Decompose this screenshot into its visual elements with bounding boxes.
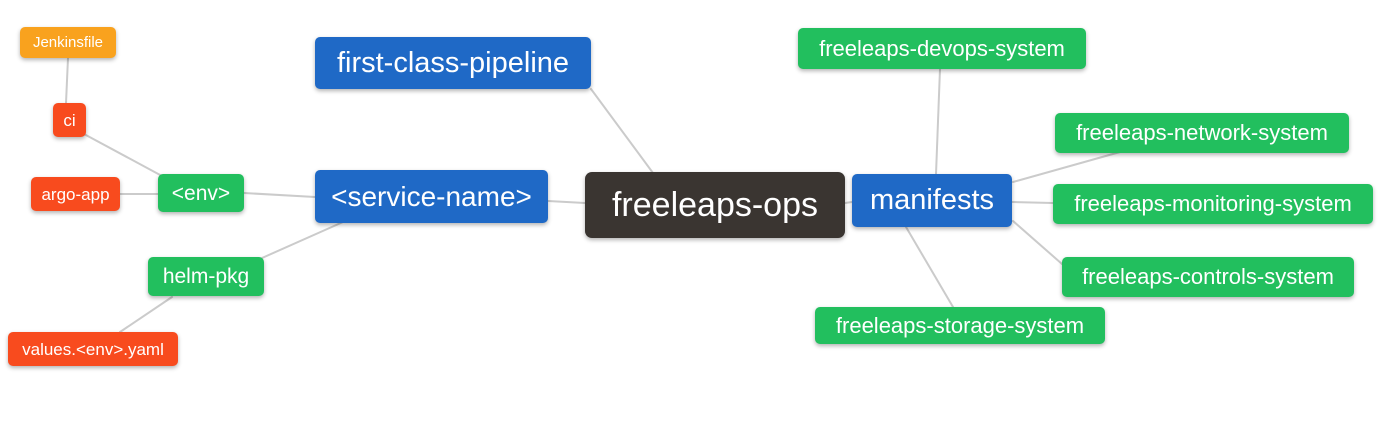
edge-manifests-to-freeleaps-devops-system xyxy=(935,68,941,175)
edge-manifests-to-freeleaps-monitoring-system xyxy=(1011,201,1054,204)
edge-helm-pkg-to-service-name xyxy=(261,221,344,259)
node-env[interactable]: <env> xyxy=(158,174,244,212)
edge-values-env-yaml-to-helm-pkg xyxy=(119,296,173,333)
node-values-env-yaml[interactable]: values.<env>.yaml xyxy=(8,332,178,366)
node-ci[interactable]: ci xyxy=(53,103,86,137)
edge-manifests-to-freeleaps-controls-system xyxy=(1012,220,1063,265)
edge-service-name-to-freeleaps-ops xyxy=(547,200,586,204)
node-freeleaps-ops[interactable]: freeleaps-ops xyxy=(585,172,845,238)
edge-jenkinsfile-to-ci xyxy=(65,57,69,104)
edge-first-class-pipeline-to-freeleaps-ops xyxy=(590,88,654,174)
node-freeleaps-network-system[interactable]: freeleaps-network-system xyxy=(1055,113,1349,153)
node-freeleaps-storage-system[interactable]: freeleaps-storage-system xyxy=(815,307,1105,344)
edge-manifests-to-freeleaps-network-system xyxy=(1012,151,1121,183)
edge-freeleaps-ops-to-manifests xyxy=(844,201,853,204)
edge-env-to-service-name xyxy=(243,192,316,198)
node-service-name[interactable]: <service-name> xyxy=(315,170,548,223)
node-first-class-pipeline[interactable]: first-class-pipeline xyxy=(315,37,591,89)
node-freeleaps-monitoring-system[interactable]: freeleaps-monitoring-system xyxy=(1053,184,1373,224)
edge-manifests-to-freeleaps-storage-system xyxy=(905,226,954,308)
node-helm-pkg[interactable]: helm-pkg xyxy=(148,257,264,296)
node-argo-app[interactable]: argo-app xyxy=(31,177,120,211)
node-freeleaps-controls-system[interactable]: freeleaps-controls-system xyxy=(1062,257,1354,297)
node-freeleaps-devops-system[interactable]: freeleaps-devops-system xyxy=(798,28,1086,69)
edge-ci-to-env xyxy=(83,133,163,177)
node-manifests[interactable]: manifests xyxy=(852,174,1012,227)
node-jenkinsfile[interactable]: Jenkinsfile xyxy=(20,27,116,58)
